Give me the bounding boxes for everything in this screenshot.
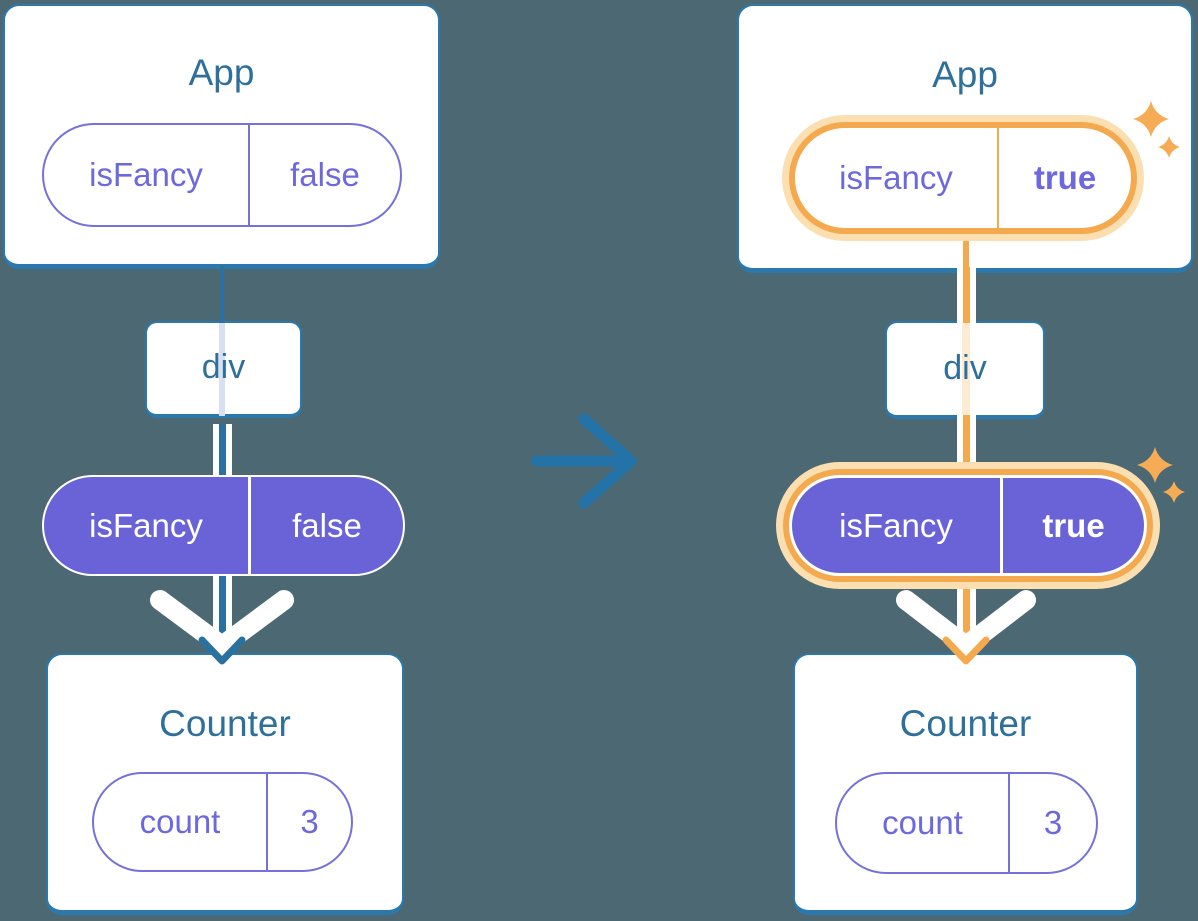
prop-line [219, 424, 226, 478]
tree-edge [220, 266, 224, 323]
prop-pill: isFancy false [42, 123, 402, 227]
faded-prop-line [219, 323, 225, 416]
prop-name: isFancy [839, 159, 953, 196]
pill-divider [1008, 774, 1010, 872]
prop-value: false [290, 156, 360, 193]
down-chevron-icon [896, 590, 1036, 656]
prop-value: true [1033, 159, 1097, 196]
down-chevron-icon [150, 590, 294, 656]
app-component-title: App [188, 52, 255, 93]
passed-prop-name: isFancy [89, 506, 203, 544]
passed-prop-pill-highlighted: isFancy true [789, 475, 1147, 576]
prop-line [219, 574, 226, 656]
prop-pill-highlighted: isFancy true [789, 122, 1137, 234]
faded-prop-line [962, 323, 970, 417]
prop-line-highlighted [963, 267, 970, 327]
state-value: 3 [1043, 804, 1063, 841]
prop-line-highlighted [963, 239, 969, 271]
pill-divider [248, 125, 250, 225]
state-name: count [882, 804, 963, 841]
state-name: count [139, 803, 221, 840]
prop-name: isFancy [89, 156, 203, 193]
pill-divider [997, 128, 999, 228]
arrowhead-icon [942, 636, 990, 665]
passed-prop-value: false [292, 506, 362, 544]
state-value: 3 [300, 803, 319, 840]
prop-line-highlighted [963, 589, 970, 656]
prop-line-highlighted [963, 415, 970, 478]
passed-prop-value: true [1042, 506, 1105, 544]
counter-component-title: Counter [899, 703, 1032, 744]
app-component-title: App [932, 54, 998, 95]
state-pill: count 3 [835, 772, 1098, 874]
pill-divider [266, 774, 268, 870]
div-node-label: div [201, 348, 246, 386]
passed-prop-name: isFancy [839, 506, 953, 544]
sparkle-icon [1137, 447, 1185, 503]
state-pill: count 3 [92, 772, 353, 872]
arrowhead-icon [198, 636, 246, 665]
counter-component-title: Counter [159, 703, 291, 744]
sparkle-icon [1133, 101, 1180, 158]
passed-prop-pill: isFancy false [42, 475, 405, 576]
div-node-label: div [943, 348, 987, 387]
pill-divider [1000, 478, 1003, 573]
transition-right-arrow-icon [531, 413, 637, 509]
pill-divider [248, 477, 251, 574]
